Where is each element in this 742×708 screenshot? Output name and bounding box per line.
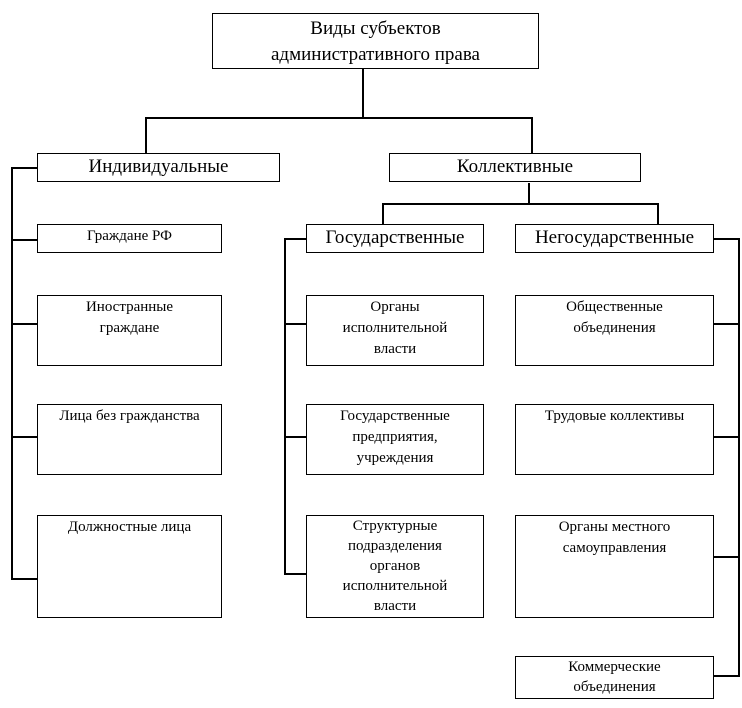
connector xyxy=(713,675,739,677)
state-item: Органы исполнительной власти xyxy=(306,295,484,366)
item-text: объединения xyxy=(573,320,656,336)
connector xyxy=(145,117,532,119)
item-text: самоуправления xyxy=(562,540,667,556)
connector xyxy=(382,203,384,224)
connector xyxy=(284,238,286,574)
item-text: власти xyxy=(373,598,417,614)
connector xyxy=(713,436,739,438)
connector xyxy=(284,436,307,438)
individual-item: Иностранные граждане xyxy=(37,295,222,366)
item-text: Должностные лица xyxy=(67,519,192,535)
item-text: исполнительной xyxy=(342,578,448,594)
nonstate-item: Общественные объединения xyxy=(515,295,714,366)
connector xyxy=(11,436,38,438)
item-text: Иностранные xyxy=(85,299,174,315)
connector xyxy=(738,238,740,677)
collective-title: Коллективные xyxy=(456,156,574,177)
item-text: органов xyxy=(369,558,421,574)
individual-node: Индивидуальные xyxy=(37,153,280,182)
root-line: Виды субъектов xyxy=(310,18,441,39)
item-text: исполнительной xyxy=(342,320,448,336)
connector xyxy=(713,323,739,325)
connector xyxy=(284,573,307,575)
item-text: власти xyxy=(373,341,417,357)
connector xyxy=(382,203,658,205)
item-text: Государственные xyxy=(340,408,450,424)
item-text: Органы местного xyxy=(558,519,671,535)
root-node: Виды субъектов административного права xyxy=(212,13,539,69)
connector xyxy=(11,167,38,169)
item-text: учреждения xyxy=(356,450,434,466)
state-item: Структурные подразделения органов исполн… xyxy=(306,515,484,618)
connector xyxy=(284,238,307,240)
connector xyxy=(11,323,38,325)
root-line: административного права xyxy=(271,44,480,65)
item-text: Лица без гражданства xyxy=(59,408,200,424)
connector xyxy=(362,68,364,118)
item-text: Органы xyxy=(370,299,420,315)
nonstate-title: Негосударственные xyxy=(534,227,695,248)
connector xyxy=(713,556,739,558)
individual-item: Должностные лица xyxy=(37,515,222,618)
connector xyxy=(11,167,13,579)
item-text: предприятия, xyxy=(352,429,438,445)
connector xyxy=(713,238,739,240)
connector xyxy=(528,183,530,204)
individual-item: Лица без гражданства xyxy=(37,404,222,475)
item-text: Общественные xyxy=(566,299,663,315)
item-text: подразделения xyxy=(348,538,442,554)
item-text: объединения xyxy=(573,679,656,695)
item-text: Граждане РФ xyxy=(87,228,172,244)
individual-title: Индивидуальные xyxy=(88,156,229,177)
item-text: Трудовые коллективы xyxy=(544,408,685,424)
nonstate-node: Негосударственные xyxy=(515,224,714,253)
connector xyxy=(657,203,659,224)
connector xyxy=(531,117,533,153)
item-text: граждане xyxy=(99,320,160,336)
nonstate-item: Органы местного самоуправления xyxy=(515,515,714,618)
item-text: Коммерческие xyxy=(568,659,661,675)
connector xyxy=(145,117,147,153)
state-item: Государственные предприятия, учреждения xyxy=(306,404,484,475)
nonstate-item: Коммерческие объединения xyxy=(515,656,714,699)
item-text: Структурные xyxy=(352,518,438,534)
individual-item: Граждане РФ xyxy=(37,224,222,253)
connector xyxy=(284,323,307,325)
connector xyxy=(11,578,38,580)
collective-node: Коллективные xyxy=(389,153,641,182)
connector xyxy=(11,239,38,241)
state-node: Государственные xyxy=(306,224,484,253)
nonstate-item: Трудовые коллективы xyxy=(515,404,714,475)
state-title: Государственные xyxy=(325,227,465,248)
